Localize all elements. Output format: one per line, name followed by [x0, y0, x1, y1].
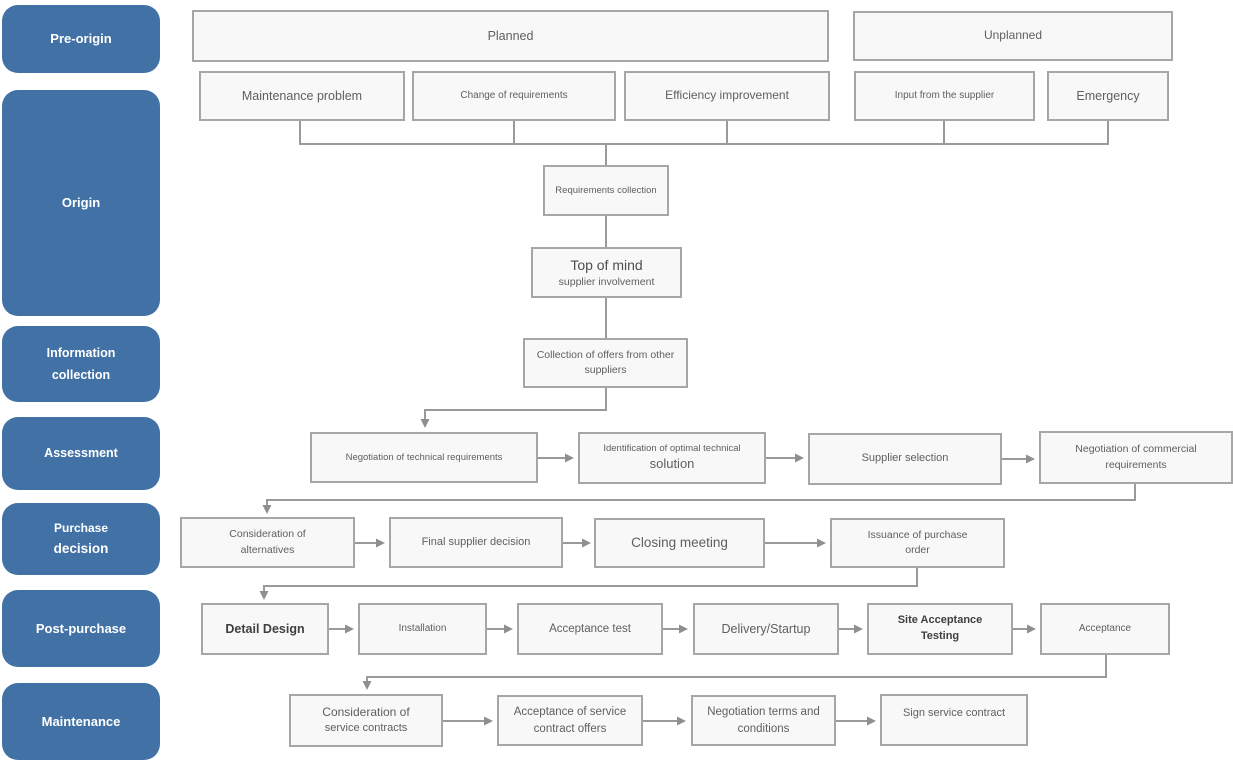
node-label: Acceptance of service [513, 705, 627, 718]
node-label: Acceptance test [549, 622, 631, 635]
node-final-supplier-decision: Final supplier decision [389, 517, 563, 568]
phase-purchase-decision: Purchase decision [2, 503, 160, 575]
node-label: Supplier selection [861, 452, 949, 465]
node-label: Installation [398, 622, 447, 634]
phase-label: Information [46, 345, 116, 360]
phase-assessment: Assessment [2, 417, 160, 490]
node-label: solution [649, 456, 695, 472]
node-label: service contracts [324, 722, 408, 735]
node-planned: Planned [192, 10, 829, 62]
node-label: Requirements collection [555, 184, 657, 196]
phase-post-purchase: Post-purchase [2, 590, 160, 667]
phase-label: Post-purchase [35, 620, 127, 636]
phase-label: Pre-origin [50, 31, 112, 47]
node-label: suppliers [584, 364, 627, 376]
node-installation: Installation [358, 603, 487, 655]
node-supplier-selection: Supplier selection [808, 433, 1002, 485]
node-label: Acceptance [1078, 622, 1132, 634]
node-top-of-mind-supplier: Top of mind supplier involvement [531, 247, 682, 298]
node-label: Negotiation of commercial [1075, 443, 1197, 456]
node-negotiation-terms-conditions: Negotiation terms and conditions [691, 695, 836, 746]
node-requirements-collection: Requirements collection [543, 165, 669, 216]
node-label: Site Acceptance [897, 614, 983, 627]
node-label: supplier involvement [558, 276, 655, 289]
node-emergency: Emergency [1047, 71, 1169, 121]
node-change-of-requirements: Change of requirements [412, 71, 616, 121]
node-label: order [905, 544, 930, 556]
phase-information-collection: Information collection [2, 326, 160, 402]
phase-label: Origin [61, 195, 101, 211]
node-label: Efficiency improvement [665, 88, 789, 103]
node-input-from-supplier: Input from the supplier [854, 71, 1035, 121]
node-label: Detail Design [225, 621, 305, 636]
phase-pre-origin: Pre-origin [2, 5, 160, 73]
node-acceptance: Acceptance [1040, 603, 1170, 655]
node-label: contract offers [533, 722, 607, 735]
node-label: requirements [1105, 458, 1167, 471]
node-consideration-service-contracts: Consideration of service contracts [289, 694, 443, 747]
node-efficiency-improvement: Efficiency improvement [624, 71, 830, 121]
node-acceptance-test: Acceptance test [517, 603, 663, 655]
node-label: Change of requirements [460, 89, 568, 101]
node-label: alternatives [240, 543, 295, 556]
node-label: Unplanned [983, 28, 1043, 43]
node-detail-design: Detail Design [201, 603, 329, 655]
node-negotiation-commercial-requirements: Negotiation of commercial requirements [1039, 431, 1233, 484]
node-label: Final supplier decision [421, 535, 531, 548]
node-label: Top of mind [570, 256, 643, 273]
node-label: Sign service contract [902, 707, 1006, 720]
phase-label: decision [53, 540, 109, 556]
node-identification-optimal-solution: Identification of optimal technical solu… [578, 432, 766, 484]
phase-label: Assessment [44, 446, 118, 461]
node-label: Negotiation terms and [707, 705, 820, 718]
node-label: Consideration of [229, 528, 306, 541]
node-delivery-startup: Delivery/Startup [693, 603, 839, 655]
phase-label: Maintenance [41, 713, 121, 729]
node-label: Collection of offers from other [536, 348, 675, 361]
node-label: Testing [920, 630, 960, 642]
phase-label: Purchase [53, 520, 109, 535]
phase-origin: Origin [2, 90, 160, 316]
node-label: Issuance of purchase [867, 528, 968, 541]
node-label: Maintenance problem [241, 88, 363, 103]
node-label: Consideration of [322, 704, 410, 719]
node-site-acceptance-testing: Site Acceptance Testing [867, 603, 1013, 655]
node-label: Identification of optimal technical [603, 442, 741, 454]
node-negotiation-technical-requirements: Negotiation of technical requirements [310, 432, 538, 483]
node-issuance-of-purchase-order: Issuance of purchase order [830, 518, 1005, 568]
node-consideration-of-alternatives: Consideration of alternatives [180, 517, 355, 568]
node-collection-of-offers: Collection of offers from other supplier… [523, 338, 688, 388]
node-maintenance-problem: Maintenance problem [199, 71, 405, 121]
phase-label: collection [51, 368, 111, 382]
node-label: Negotiation of technical requirements [345, 451, 503, 463]
node-label: Emergency [1076, 88, 1140, 103]
node-sign-service-contract: Sign service contract [880, 694, 1028, 746]
node-unplanned: Unplanned [853, 11, 1173, 61]
phase-maintenance: Maintenance [2, 683, 160, 760]
node-label: conditions [737, 722, 790, 735]
node-label: Input from the supplier [894, 89, 995, 101]
node-label: Delivery/Startup [721, 621, 811, 636]
node-label: Closing meeting [631, 535, 728, 551]
node-acceptance-service-contract-offers: Acceptance of service contract offers [497, 695, 643, 746]
node-closing-meeting: Closing meeting [594, 518, 765, 568]
node-label: Planned [487, 28, 534, 43]
